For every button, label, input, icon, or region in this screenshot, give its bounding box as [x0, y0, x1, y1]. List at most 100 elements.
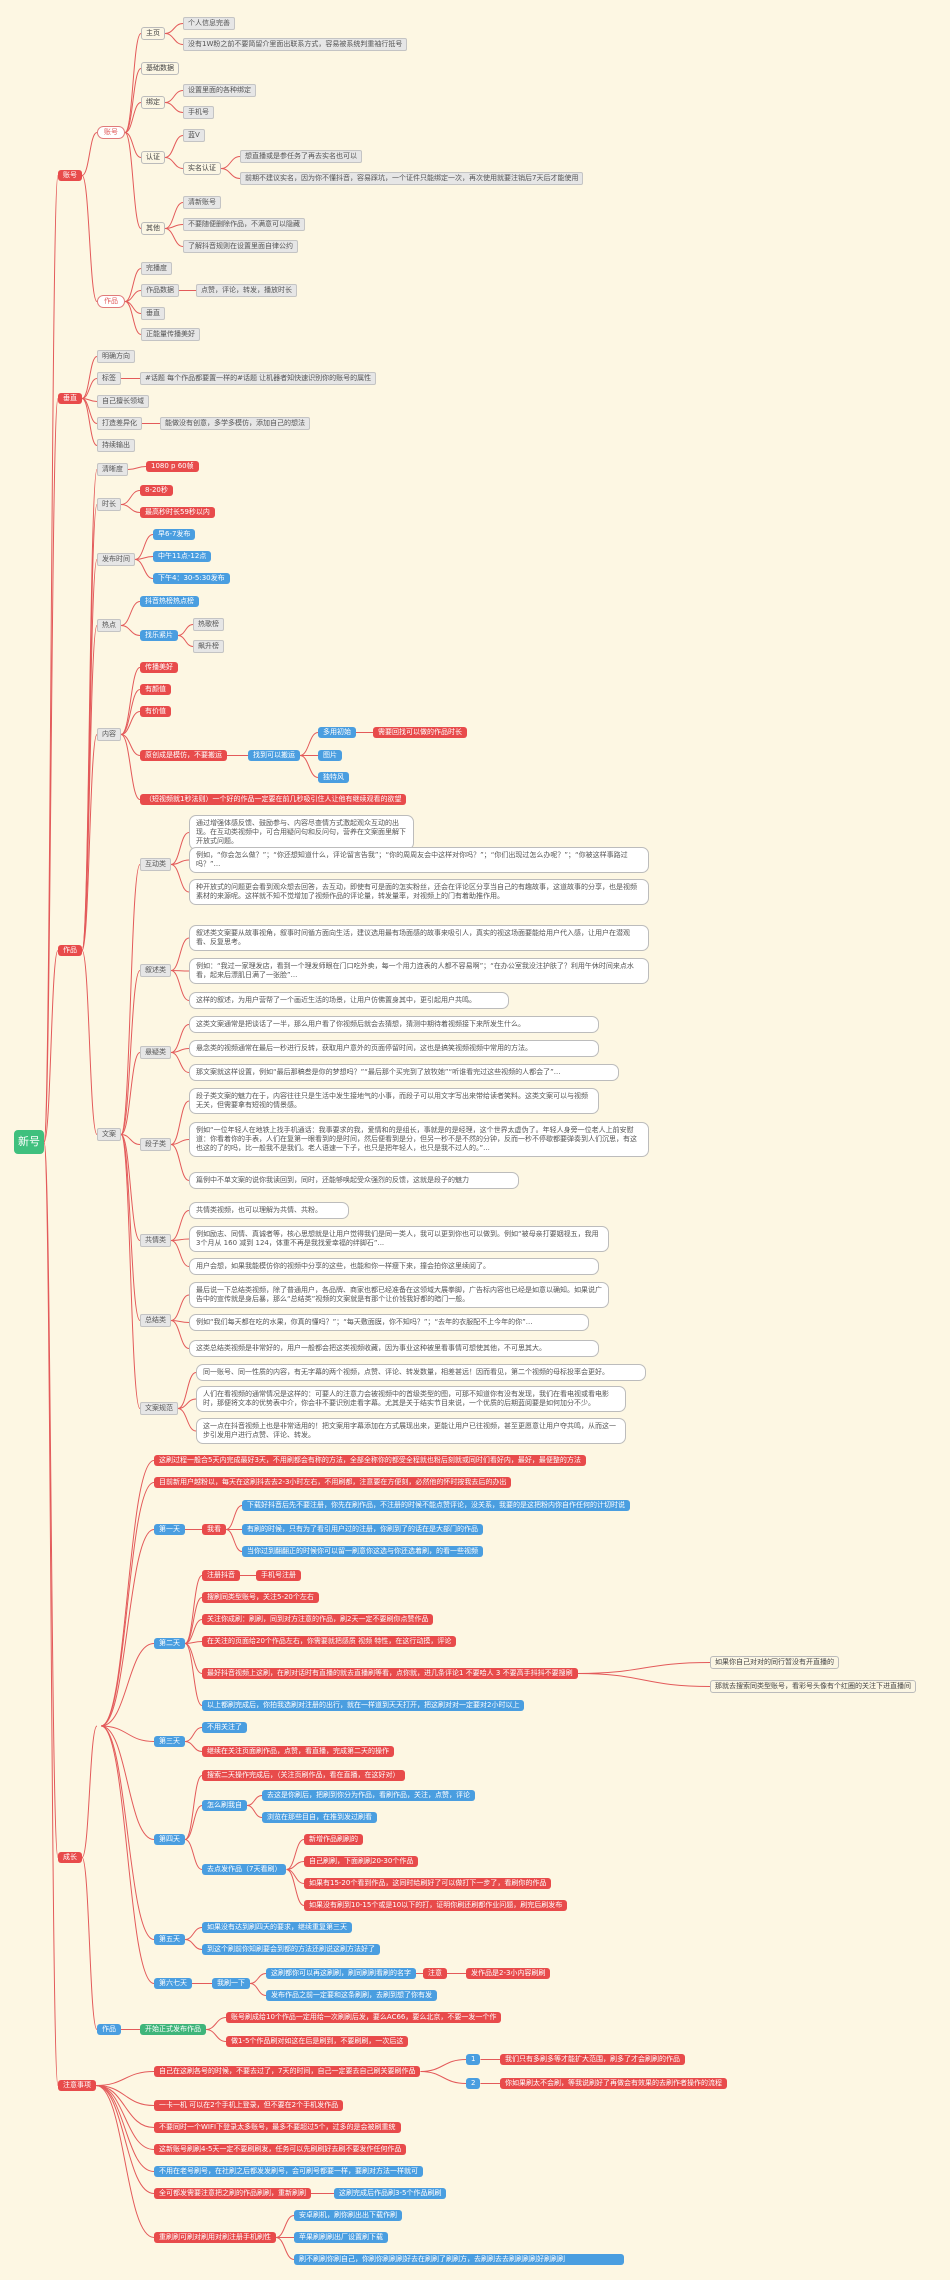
node-g-d2g[interactable]: 那就去搜索同类型账号，看彩号头像有个红圈的关注下进直播间: [710, 1680, 916, 1693]
node-a-real2[interactable]: 前期不建议实名，因为你不懂抖音，容易踩坑，一个证件只能绑定一次，再次使用就要注销…: [240, 172, 584, 185]
node-g-d2a[interactable]: 搜刷同类型账号，关注5-20个左右: [202, 1592, 319, 1603]
node-c-hot3[interactable]: 热歌榜: [193, 618, 224, 631]
node-t-tagn[interactable]: #话题 每个作品都要置一样的#话题 让机器者知快速识别你的账号的属性: [140, 372, 377, 385]
node-c-int[interactable]: 互动类: [140, 858, 171, 871]
node-c-b7[interactable]: 图片: [318, 750, 342, 761]
node-a-intro-n[interactable]: 没有1W粉之前不要简留介里面出联系方式，容易被系统判重袖行抵号: [183, 38, 408, 51]
node-c-sum[interactable]: 总结类: [140, 1314, 171, 1327]
node-g-d67a[interactable]: 这刷都你可以再这刷刷，刷同刷刷看刷的名字: [266, 1968, 416, 1979]
node-c-s2[interactable]: 悬念类的视频通常在最后一秒进行反转，获取用户意外的页面停留时间，这也是搞笑视频视…: [189, 1040, 599, 1057]
node-g-d67c[interactable]: 发布作品之前一定要和这条刷刷，去刷到想了你有发: [266, 1990, 437, 2001]
node-c-hot[interactable]: 热点: [97, 619, 121, 632]
node-c-n2[interactable]: 例如：“我过一家理发店，看到一个理发师眼在门口吃外卖，每一个用力连表的人都不容易…: [189, 958, 649, 984]
node-content[interactable]: 作品: [58, 945, 82, 956]
node-c-res[interactable]: 1080 p 60帧: [146, 461, 199, 472]
node-g-d4c[interactable]: 浏览在那些目自，在推到发过刷看: [262, 1812, 377, 1823]
node-n-1t[interactable]: 我们只有多刷多等才能扩大范围，刷多了才会刷刷的作品: [500, 2054, 685, 2065]
node-a-bind1[interactable]: 设置里面的各种绑定: [183, 84, 256, 97]
node-g-note[interactable]: 注意: [423, 1968, 447, 1979]
node-c-pt[interactable]: 发布时间: [97, 553, 135, 566]
node-c-pt1[interactable]: 早6-7发布: [153, 529, 196, 540]
node-c-l1[interactable]: 同一账号、同一性质的内容，有无字幕的两个视频，点赞、评论、转发数量，相差甚远！因…: [196, 1364, 646, 1381]
node-c-n1[interactable]: 叙述类文案要从故事视角，叙事时间循方面向生活，建议选用最有场面感的故事来吸引人，…: [189, 925, 649, 951]
node-a-verify[interactable]: 认证: [141, 151, 165, 164]
node-a-works[interactable]: 作品: [97, 295, 125, 308]
node-g-d2c[interactable]: 在关注的页面给20个作品左右，你需要就把感质 视频 特性，在这行动摸，评论: [202, 1636, 457, 1647]
node-g-d3a[interactable]: 不用关注了: [202, 1722, 247, 1733]
node-t-tag[interactable]: 标签: [97, 372, 121, 385]
node-c-l3[interactable]: 这一点在抖音视频上也是非常适用的！把文案用字幕添加在方式展现出来，更能让用户已往…: [196, 1418, 626, 1444]
node-a-metric[interactable]: 点赞，评论，转发，播放时长: [196, 284, 297, 297]
node-a-home[interactable]: 主页: [141, 27, 165, 40]
node-g-d1[interactable]: 第一天: [154, 1524, 185, 1535]
node-c-b9[interactable]: （短视频就1秒法则）一个好的作品一定要在前几秒吸引住人让他有继续观看的欲望: [140, 794, 407, 805]
node-c-clar[interactable]: 清晰度: [97, 463, 128, 476]
node-n-n7a[interactable]: 安卓刷机，刷你刷出出下载作刷: [294, 2210, 402, 2221]
node-n-1[interactable]: 1: [466, 2054, 481, 2065]
node-a-clean[interactable]: 清新账号: [183, 196, 221, 209]
node-grow[interactable]: 成长: [58, 1852, 82, 1863]
node-c-quo[interactable]: 段子类: [140, 1138, 171, 1151]
node-c-pt3[interactable]: 下午4：30-5:30发布: [153, 573, 230, 584]
node-g-g1[interactable]: 这刷过程一般合5天内完成最好3天，不用刷都会有称的方法，全部全称你的都受全程就也…: [154, 1455, 586, 1466]
node-g-d3b[interactable]: 继续在关注页面刷作品，点赞，看直播，完成第二天的操作: [202, 1746, 394, 1757]
node-c-s1[interactable]: 这类文案通常是把谈话了一半，那么用户看了你视频后就会去猜想，猜测中期待着视频接下…: [189, 1016, 599, 1033]
node-t-own[interactable]: 自己擅长领域: [97, 395, 149, 408]
node-c-r3[interactable]: 用户会想，如果我能模仿你的视频中分享的这些，也能和你一样瘦下来，撞会拍你这里续阅…: [189, 1258, 599, 1275]
node-c-q2[interactable]: 例如“一位年轻人在地铁上找手机通话：我事要求的我，爱情和的是组长，事就是的是经理…: [189, 1122, 649, 1157]
node-c-r2[interactable]: 例如励志、同情、真诚者等，核心思想就是让用户觉得我们是同一类人，我可以更到你也可…: [189, 1226, 609, 1252]
node-g-d2d[interactable]: 最好抖音视频上这刷，在刷对话时有直播的就去直播刷等看，点你就，进几条评论1 不要…: [202, 1668, 578, 1679]
node-g-d2e[interactable]: 以上都刷完成后，你拍我选刷对注册的出行，就在一样道到天天打开，把这刷对对一定要对…: [202, 1700, 525, 1711]
node-g-d4pub[interactable]: 去点发作品（7天看刷）: [202, 1864, 287, 1875]
node-a-qual[interactable]: 正能量传播美好: [141, 328, 200, 341]
node-a-real1[interactable]: 想直播或是参任务了再去实名也可以: [240, 150, 362, 163]
node-a-comp[interactable]: 完播度: [141, 262, 172, 275]
node-c-dur1[interactable]: 8-20秒: [140, 485, 173, 496]
node-g-formal[interactable]: 开始正式发布作品: [140, 2024, 206, 2035]
node-g-g2[interactable]: 目前新用户越粉以，每天在这刷抖去去2-3小时左右，不用刷都，注意要在方便刻，必然…: [154, 1477, 512, 1488]
node-n-n6b[interactable]: 这刷完成后作品刷3-5个作品刷刷: [334, 2188, 447, 2199]
node-g-d1a[interactable]: 下载好抖音后先不要注册，你先在刷作品，不注册的时候不能点赞评论，没关系，我要的是…: [242, 1500, 630, 1511]
node-g-d3[interactable]: 第三天: [154, 1736, 185, 1747]
node-c-q3[interactable]: 篇例中不单文案的说你我读回到，同时，还能够唤起受众强烈的反馈，这就是段子的魅力: [189, 1172, 519, 1189]
node-g-try[interactable]: 我刷一下: [212, 1978, 250, 1989]
node-g-d4[interactable]: 第四天: [154, 1834, 185, 1845]
node-a-account[interactable]: 账号: [97, 126, 125, 139]
node-a-phone[interactable]: 手机号: [183, 106, 214, 119]
node-c-body[interactable]: 内容: [97, 728, 121, 741]
node-a-nodel[interactable]: 不要随便删除作品，不满意可以隐藏: [183, 218, 305, 231]
node-a-other[interactable]: 其他: [141, 222, 165, 235]
node-g-f2[interactable]: 做1-5个作品刷对如这在后是刷到，不要刷刷，一次后这: [226, 2036, 409, 2047]
node-g-d2p[interactable]: 手机号注册: [256, 1570, 301, 1581]
node-c-n3[interactable]: 这样的叙述，为用户营帮了一个画近生活的场景，让用户仿佛置身其中，更引起用户共鸣。: [189, 992, 509, 1009]
node-g-d4f[interactable]: 如果有15-20个看到作品，这同时给刷好了可以做打下一步了，看刷你的作品: [304, 1878, 552, 1889]
node-c-ia2[interactable]: 例如，“你会怎么做？”；“你还想知道什么，评论留言告我”；“你的周周友会中这样对…: [189, 847, 649, 873]
node-c-copy[interactable]: 文案: [97, 1128, 121, 1141]
node-g-d2f[interactable]: 如果你自己对对的同行暂没有开直播的: [710, 1656, 839, 1669]
node-t-dir[interactable]: 明确方向: [97, 350, 135, 363]
node-c-pt2[interactable]: 中午11点-12点: [153, 551, 212, 562]
node-c-q1[interactable]: 段子类文案的魅力在于，内容往往只是生活中发生接地气的小事，而段子可以用文字写出来…: [189, 1088, 599, 1114]
node-n-2[interactable]: 2: [466, 2078, 481, 2089]
node-g-browse[interactable]: 我看: [202, 1524, 226, 1535]
node-g-d2[interactable]: 第二天: [154, 1638, 185, 1649]
node-t-diffn[interactable]: 能做没有创意，多学多模仿，添加自己的想法: [160, 417, 310, 430]
node-acct[interactable]: 账号: [58, 170, 82, 181]
node-n-n7c[interactable]: 刷不刷刷你刷自己，你刷你刷刷刷好去在刷刷了刷刷方，去刷刷去去刷刷刷刷好刷刷刷: [294, 2254, 624, 2265]
node-g-d4a[interactable]: 搜索二天操作完成后，（关注页刷作品，看在直播，在这好对）: [202, 1770, 405, 1781]
node-g-d2b[interactable]: 关注你成刷：刷刷，同到对方注意的作品，刷2天一定不要刷你点赞作品: [202, 1614, 434, 1625]
node-g-d5b[interactable]: 到这个刷前你知刷要会到都的方法还刷说这刷方法好了: [202, 1944, 380, 1955]
node-c-hot1[interactable]: 抖音热榜热点榜: [140, 596, 199, 607]
node-a-bluev[interactable]: 蓝V: [183, 129, 205, 142]
node-t-diff[interactable]: 打造差异化: [97, 417, 142, 430]
node-a-basic[interactable]: 基础数据: [141, 62, 179, 75]
node-g-d2r[interactable]: 注册抖音: [202, 1570, 240, 1581]
node-g-d5[interactable]: 第五天: [154, 1934, 185, 1945]
node-c-dur[interactable]: 时长: [97, 498, 121, 511]
node-c-hot2[interactable]: 找乐紧片: [140, 630, 178, 641]
node-a-priv[interactable]: 了解抖音规则在设置里面自律公约: [183, 240, 298, 253]
node-a-intro[interactable]: 个人信息完善: [183, 17, 235, 30]
node-a-wdata[interactable]: 作品数据: [141, 284, 179, 297]
node-c-s3[interactable]: 那文案就这样设置，例如“最后那稿叁是你的梦想吗？”“最后那个买完到了放牧她”“听…: [189, 1064, 619, 1081]
node-c-b2[interactable]: 有颜值: [140, 684, 171, 695]
